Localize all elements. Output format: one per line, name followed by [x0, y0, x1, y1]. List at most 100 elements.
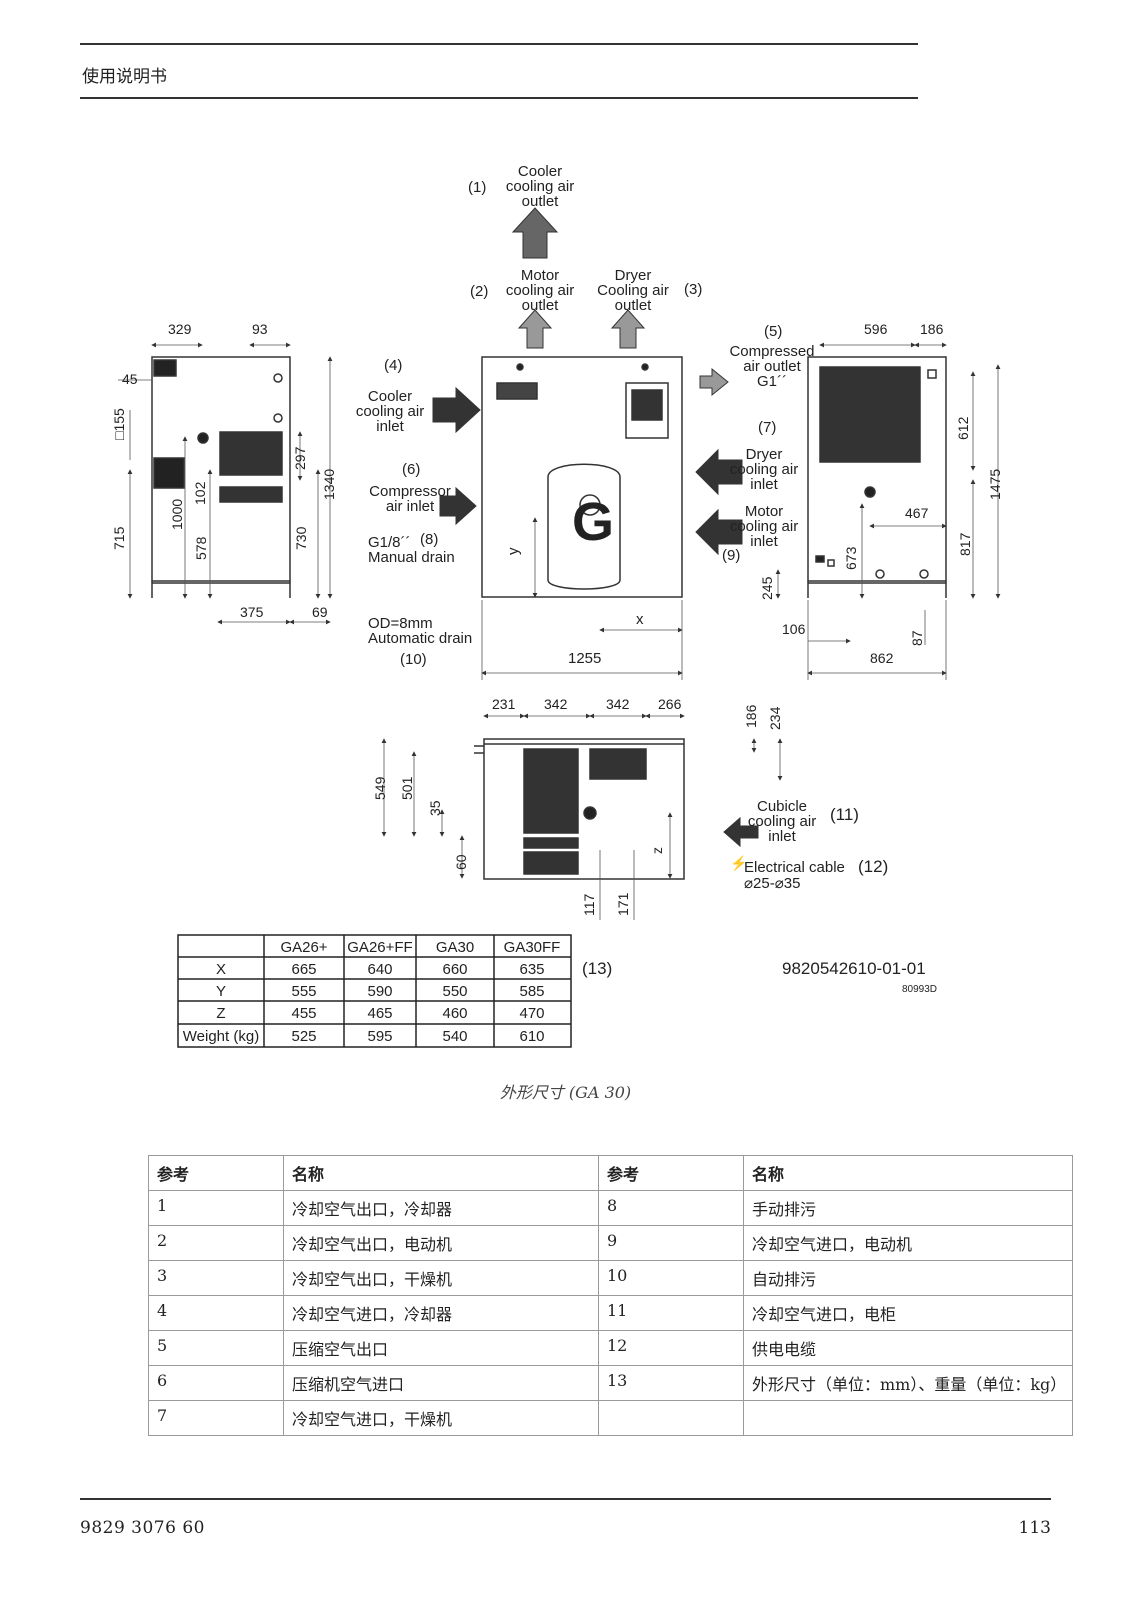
dim-label: y [505, 547, 522, 555]
dims-table-header: GA30FF [504, 939, 561, 956]
table-row: 6 压缩机空气进口 13 外形尺寸（单位：mm）、重量（单位：kg） [148, 1365, 1073, 1401]
dim-label: 1475 [987, 469, 1003, 500]
arrow-up-icon [511, 207, 559, 259]
column-header: 名称 [283, 1155, 599, 1191]
column-header: 名称 [743, 1155, 1073, 1191]
dims-table-cell: 525 [291, 1028, 316, 1045]
table-cell: 5 [148, 1330, 284, 1366]
dim-label: 375 [240, 604, 264, 620]
dimension-drawing: 329 93 45 □155 297 102 1340 1000 715 578… [111, 163, 1003, 1048]
callout-7-text: Dryer [746, 446, 783, 463]
callout-11-text: cooling air [748, 813, 816, 830]
table-cell: 自动排污 [743, 1260, 1073, 1296]
arrow-up-icon [517, 309, 553, 349]
dim-label: 578 [193, 536, 209, 560]
callout-6-text: air inlet [386, 498, 435, 515]
table-cell: 4 [148, 1295, 284, 1331]
right-dim-lines [775, 342, 1001, 680]
dim-label: 245 [759, 576, 775, 600]
table-cell: 供电电缆 [743, 1330, 1073, 1366]
callout-1-text: cooling air [506, 178, 574, 195]
table-cell: 12 [598, 1330, 744, 1366]
airflow-arrows [432, 207, 759, 848]
column-header: 参考 [148, 1155, 284, 1191]
callout-11-number: (11) [830, 805, 859, 824]
right-dim-labels: 596 186 612 1475 467 673 817 245 106 87 … [759, 321, 1003, 666]
arrow-left-icon [695, 508, 743, 556]
callout-11-text: Cubicle [757, 798, 807, 815]
dims-table-cell: 635 [519, 961, 544, 978]
dim-label: 549 [372, 776, 388, 800]
table-cell: 2 [148, 1225, 284, 1261]
arrow-right-icon [699, 367, 729, 397]
callout-9-text: Motor [745, 503, 783, 520]
table-cell: 冷却空气进口，冷却器 [283, 1295, 599, 1331]
top-view [474, 738, 685, 880]
dims-table-cell: 660 [442, 961, 467, 978]
table-cell: 10 [598, 1260, 744, 1296]
callout-8-text: Manual drain [368, 549, 455, 566]
dim-label: 342 [606, 696, 630, 712]
dim-label: 171 [615, 892, 631, 916]
callout-3-text: Cooling air [597, 282, 669, 299]
drawing-number: 9820542610-01-01 [782, 959, 926, 978]
dim-label: 329 [168, 321, 192, 337]
callout-7-text: cooling air [730, 461, 798, 478]
arrow-right-icon [432, 386, 481, 434]
callout-3-text: outlet [615, 297, 653, 314]
dims-table-cell: 585 [519, 983, 544, 1000]
dim-label: 186 [743, 704, 759, 728]
table-cell: 冷却空气进口，干燥机 [283, 1400, 599, 1436]
table-cell [743, 1400, 1073, 1436]
dims-table-cell: 595 [367, 1028, 392, 1045]
callout-3-text: Dryer [615, 267, 652, 284]
callout-2-text: Motor [521, 267, 559, 284]
callout-10-text: OD=8mm [368, 615, 433, 632]
table-cell: 压缩机空气进口 [283, 1365, 599, 1401]
callout-2-text: outlet [522, 297, 560, 314]
table-cell: 9 [598, 1225, 744, 1261]
dims-table-cell: 550 [442, 983, 467, 1000]
dim-label: 93 [252, 321, 268, 337]
table-cell: 8 [598, 1190, 744, 1226]
callout-9-text: inlet [750, 533, 778, 550]
dims-table-cell: 665 [291, 961, 316, 978]
table-cell: 冷却空气进口，电柜 [743, 1295, 1073, 1331]
callout-5-text: Compressed [729, 343, 814, 360]
dim-label: 186 [920, 321, 944, 337]
dim-label: 87 [909, 630, 925, 646]
dim-label: 234 [767, 706, 783, 730]
dim-label: 1000 [169, 499, 185, 530]
dim-label: 596 [864, 321, 888, 337]
dim-label: 69 [312, 604, 328, 620]
callout-10-text: Automatic drain [368, 630, 472, 647]
table-cell: 3 [148, 1260, 284, 1296]
table-row: 2 冷却空气出口，电动机 9 冷却空气进口，电动机 [148, 1225, 1073, 1261]
callout-5-text: G1´´ [757, 373, 787, 390]
callout-4-number: (4) [384, 357, 402, 374]
callout-4-text: inlet [376, 418, 404, 435]
dims-table-cell: 470 [519, 1005, 544, 1022]
callout-9-number: (9) [722, 547, 740, 564]
header-rule-top [80, 43, 918, 45]
dims-table-cell: X [216, 961, 226, 978]
dim-label: 673 [843, 546, 859, 570]
callout-7-number: (7) [758, 419, 776, 436]
left-dim-lines [118, 342, 333, 625]
left-side-view [151, 356, 291, 598]
header-rule-bottom [80, 97, 918, 99]
figure-caption: 外形尺寸 (GA 30) [499, 1083, 632, 1102]
callout-6-number: (6) [402, 461, 420, 478]
table-cell: 冷却空气出口，干燥机 [283, 1260, 599, 1296]
dims-table-cell: 555 [291, 983, 316, 1000]
dim-label: 45 [122, 371, 138, 387]
dim-label: z [649, 847, 665, 854]
document-number: 9829 3076 60 [80, 1518, 205, 1538]
svg-text:G: G [572, 492, 614, 552]
callout-4-text: Cooler [368, 388, 412, 405]
dim-label: 106 [782, 621, 806, 637]
document-title: 使用说明书 [82, 67, 167, 87]
dims-table-cell: Y [216, 983, 226, 1000]
front-labels: (1) Cooler cooling air outlet (2) Motor … [356, 163, 815, 668]
arrow-left-icon [723, 816, 759, 848]
